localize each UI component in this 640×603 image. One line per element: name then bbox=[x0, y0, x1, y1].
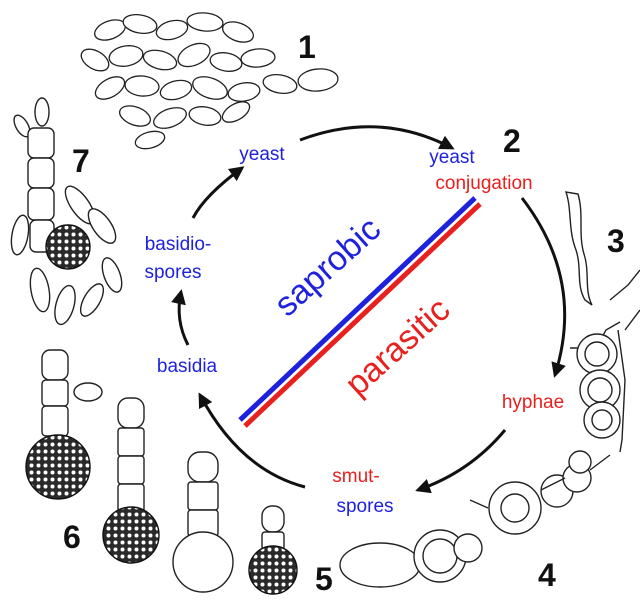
stage-label-basidiospores-1: basidio- bbox=[145, 234, 212, 255]
arrow-basidiospores-to-yeast bbox=[193, 168, 242, 218]
stage-label-smut-spores-2: spores bbox=[336, 496, 393, 517]
basidia-on-teliospores-illustration bbox=[103, 398, 297, 594]
smut-spores-illustration bbox=[340, 451, 610, 587]
stage-number-5: 5 bbox=[315, 561, 333, 597]
arrow-basidia-to-basidiospores bbox=[179, 292, 188, 345]
stage-number-2: 2 bbox=[503, 123, 521, 159]
stage-label-yeast-conjugation-2: conjugation bbox=[435, 173, 532, 194]
stage-number-1: 1 bbox=[298, 29, 316, 65]
stage-label-basidiospores-2: spores bbox=[144, 262, 201, 283]
arrow-yeast-to-conjugation bbox=[300, 127, 452, 148]
stage-label-yeast-conjugation-1: yeast bbox=[429, 147, 475, 168]
stage-number-7: 7 bbox=[72, 143, 90, 179]
stage-number-3: 3 bbox=[607, 223, 625, 259]
stage-label-basidia: basidia bbox=[157, 356, 218, 377]
stage-label-hyphae: hyphae bbox=[502, 392, 564, 413]
stage-number-6: 6 bbox=[63, 519, 81, 555]
basidiospores-illustration bbox=[9, 98, 126, 327]
stage-label-yeast: yeast bbox=[239, 144, 285, 165]
hyphae-illustration bbox=[566, 192, 640, 452]
stage-number-4: 4 bbox=[538, 557, 556, 593]
arrow-conjugation-to-hyphae bbox=[522, 198, 565, 375]
stage-label-smut-spores-1: smut- bbox=[332, 466, 380, 487]
arrow-hyphae-to-smutspores bbox=[418, 430, 505, 490]
basidium-illustration bbox=[26, 350, 102, 499]
